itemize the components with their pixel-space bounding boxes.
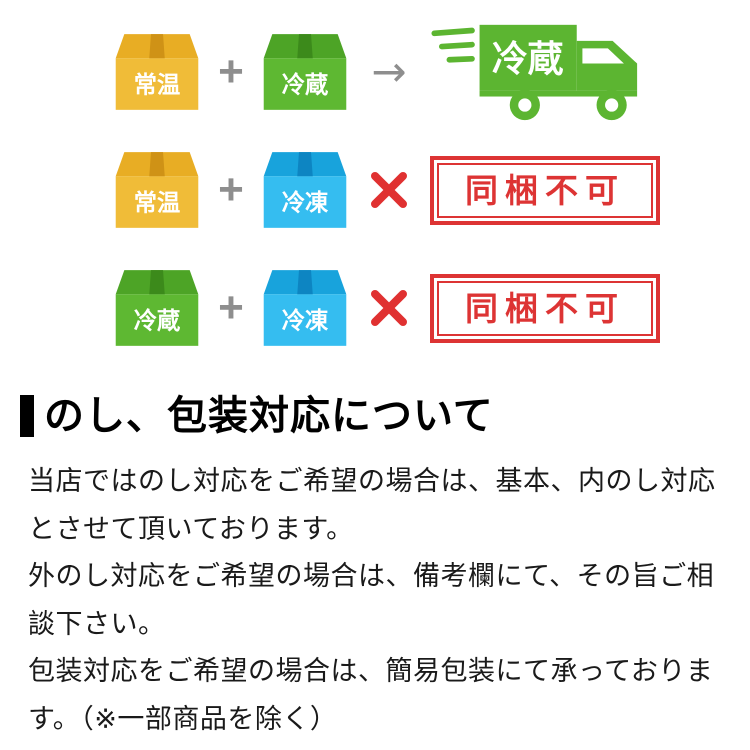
noshi-section-heading: のし、包装対応について — [0, 394, 750, 438]
plus-icon: + — [218, 165, 244, 214]
frozen-box-label: 冷凍 — [282, 190, 329, 216]
section-heading-text: のし、包装対応について — [44, 394, 494, 438]
arrow-icon: → — [371, 47, 407, 96]
ambient-box-label: 常温 — [134, 190, 180, 216]
chilled-box-icon: 冷蔵 — [263, 34, 347, 110]
combo-row-2: 常温 + 冷凍 同梱不可 — [114, 144, 750, 236]
not-combinable-stamp-label: 同梱不可 — [437, 162, 653, 218]
connector-cross — [348, 288, 430, 328]
combo-row-1: 常温 + 冷蔵 → 冷蔵 — [114, 24, 750, 121]
not-combinable-stamp: 同梱不可 — [430, 155, 660, 225]
connector-cross — [348, 170, 430, 210]
chilled-box-label: 冷蔵 — [134, 308, 180, 334]
connector-arrow: → — [348, 51, 430, 93]
heading-bar-icon — [20, 395, 34, 437]
plus-icon: + — [218, 283, 244, 332]
plus-icon: + — [218, 47, 244, 96]
cross-icon — [371, 172, 407, 208]
ambient-box-icon: 常温 — [115, 152, 199, 228]
frozen-box-icon: 冷凍 — [263, 152, 347, 228]
chilled-box-label: 冷蔵 — [282, 72, 328, 98]
shipping-combination-diagram: 常温 + 冷蔵 → 冷蔵 — [0, 0, 750, 354]
ambient-box-label: 常温 — [134, 72, 180, 98]
truck-label: 冷蔵 — [492, 39, 564, 79]
not-combinable-stamp-label: 同梱不可 — [437, 280, 653, 336]
combo-row-3: 冷蔵 + 冷凍 同梱不可 — [114, 262, 750, 354]
frozen-box-label: 冷凍 — [282, 308, 329, 334]
not-combinable-stamp: 同梱不可 — [430, 273, 660, 343]
chilled-box-icon: 冷蔵 — [115, 270, 199, 346]
noshi-section-body: 当店ではのし対応をご希望の場合は、基本、内のし対応とさせて頂いております。 外の… — [28, 466, 716, 734]
frozen-box-icon: 冷凍 — [263, 270, 347, 346]
delivery-truck-icon: 冷蔵 — [431, 24, 638, 121]
cross-icon — [371, 290, 407, 326]
ambient-box-icon: 常温 — [115, 34, 199, 110]
